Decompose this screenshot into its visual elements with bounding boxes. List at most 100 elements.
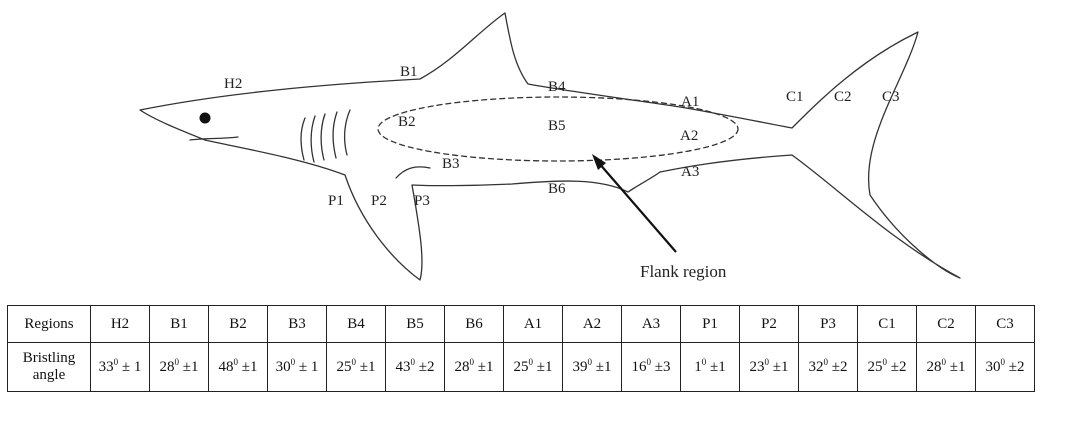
region-cell: B5 xyxy=(385,305,445,343)
label-B2: B2 xyxy=(398,114,416,130)
angle-degree: 0 xyxy=(764,356,770,367)
gill-slit xyxy=(300,117,306,161)
label-C3: C3 xyxy=(882,89,900,105)
angle-degree: 0 xyxy=(528,356,534,367)
regions-row: Regions H2 B1 B2 B3 B4 B5 B6 A1 A2 A3 P1… xyxy=(7,305,1035,343)
region-cell: P1 xyxy=(680,305,740,343)
angle-cell: 300 ±2 xyxy=(975,342,1035,392)
angle-value: 1 xyxy=(694,358,702,375)
angle-error: ±1 xyxy=(706,358,726,375)
angle-cell: 280 ±1 xyxy=(149,342,209,392)
region-cell: B3 xyxy=(267,305,327,343)
angle-error: ±2 xyxy=(887,358,907,375)
label-B4: B4 xyxy=(548,79,566,95)
angle-degree: 0 xyxy=(410,356,416,367)
angle-value: 32 xyxy=(808,358,824,375)
angle-degree: 0 xyxy=(469,356,475,367)
angle-error: ± 1 xyxy=(295,358,319,375)
pelvic-fin-outline xyxy=(395,166,431,179)
angle-degree: 0 xyxy=(882,356,888,367)
angle-degree: 0 xyxy=(174,356,180,367)
angle-cell: 480 ±1 xyxy=(208,342,268,392)
region-cell: A1 xyxy=(503,305,563,343)
angle-value: 33 xyxy=(98,358,114,375)
flank-arrow-line xyxy=(597,161,677,253)
region-cell: B6 xyxy=(444,305,504,343)
angle-value: 25 xyxy=(336,358,352,375)
region-cell: B2 xyxy=(208,305,268,343)
region-cell: P3 xyxy=(798,305,858,343)
region-cell: A3 xyxy=(621,305,681,343)
angle-cell: 10 ±1 xyxy=(680,342,740,392)
angle-degree: 0 xyxy=(233,356,239,367)
angle-error: ±1 xyxy=(533,358,553,375)
bristling-angle-table-wrap: Regions H2 B1 B2 B3 B4 B5 B6 A1 A2 A3 P1… xyxy=(7,305,1035,392)
angle-value: 28 xyxy=(926,358,942,375)
label-C1: C1 xyxy=(786,89,804,105)
gill-slit xyxy=(320,113,326,161)
angle-cell: 250 ±1 xyxy=(503,342,563,392)
label-B5: B5 xyxy=(548,118,566,134)
angle-error: ±1 xyxy=(179,358,199,375)
angle-cell: 230 ±1 xyxy=(739,342,799,392)
header-line-2: angle xyxy=(32,367,66,383)
angle-degree: 0 xyxy=(113,356,119,367)
angle-degree: 0 xyxy=(941,356,947,367)
bristling-angle-table: Regions H2 B1 B2 B3 B4 B5 B6 A1 A2 A3 P1… xyxy=(7,305,1035,392)
angle-cell: 280 ±1 xyxy=(444,342,504,392)
region-cell: B1 xyxy=(149,305,209,343)
angle-degree: 0 xyxy=(587,356,593,367)
angle-error: ±1 xyxy=(474,358,494,375)
label-C2: C2 xyxy=(834,89,852,105)
angle-value: 25 xyxy=(867,358,883,375)
label-A3: A3 xyxy=(681,164,699,180)
label-B3: B3 xyxy=(442,156,460,172)
label-P2: P2 xyxy=(371,193,387,209)
region-cell: P2 xyxy=(739,305,799,343)
angle-value: 39 xyxy=(572,358,588,375)
label-H2: H2 xyxy=(224,76,242,92)
angle-error: ±3 xyxy=(651,358,671,375)
angle-cell: 250 ±2 xyxy=(857,342,917,392)
label-P1: P1 xyxy=(328,193,344,209)
angle-cell: 280 ±1 xyxy=(916,342,976,392)
angle-error: ±2 xyxy=(1005,358,1025,375)
region-cell: C1 xyxy=(857,305,917,343)
angle-value: 28 xyxy=(159,358,175,375)
angle-cell: 250 ±1 xyxy=(326,342,386,392)
gill-slit xyxy=(310,115,316,163)
angle-value: 30 xyxy=(275,358,291,375)
label-A2: A2 xyxy=(680,128,698,144)
shark-body-outline xyxy=(139,12,961,281)
angle-cell: 160 ±3 xyxy=(621,342,681,392)
angle-value: 23 xyxy=(749,358,765,375)
flank-region-ellipse xyxy=(377,96,739,162)
flank-arrow-head xyxy=(592,154,606,170)
angle-error: ±2 xyxy=(415,358,435,375)
angle-degree: 0 xyxy=(701,356,707,367)
angle-error: ±1 xyxy=(769,358,789,375)
label-B6: B6 xyxy=(548,181,566,197)
header-line-1: Bristling xyxy=(22,350,76,366)
angle-degree: 0 xyxy=(290,356,296,367)
angle-error: ± 1 xyxy=(118,358,142,375)
label-B1: B1 xyxy=(400,64,418,80)
flank-region-label: Flank region xyxy=(640,262,727,281)
angle-degree: 0 xyxy=(646,356,652,367)
eye-icon xyxy=(199,112,211,124)
angle-value: 25 xyxy=(513,358,529,375)
angle-value: 48 xyxy=(218,358,234,375)
angle-value: 30 xyxy=(985,358,1001,375)
angle-cell: 430 ±2 xyxy=(385,342,445,392)
region-cell: C2 xyxy=(916,305,976,343)
gill-slit xyxy=(332,111,338,159)
angle-degree: 0 xyxy=(823,356,829,367)
angle-cell: 320 ±2 xyxy=(798,342,858,392)
angle-degree: 0 xyxy=(351,356,357,367)
angle-error: ±1 xyxy=(238,358,258,375)
label-A1: A1 xyxy=(681,94,699,110)
shark-diagram: H2 B1 B4 B2 B5 A1 A2 B3 A3 B6 P1 P2 P3 C… xyxy=(139,12,961,281)
region-cell: C3 xyxy=(975,305,1035,343)
